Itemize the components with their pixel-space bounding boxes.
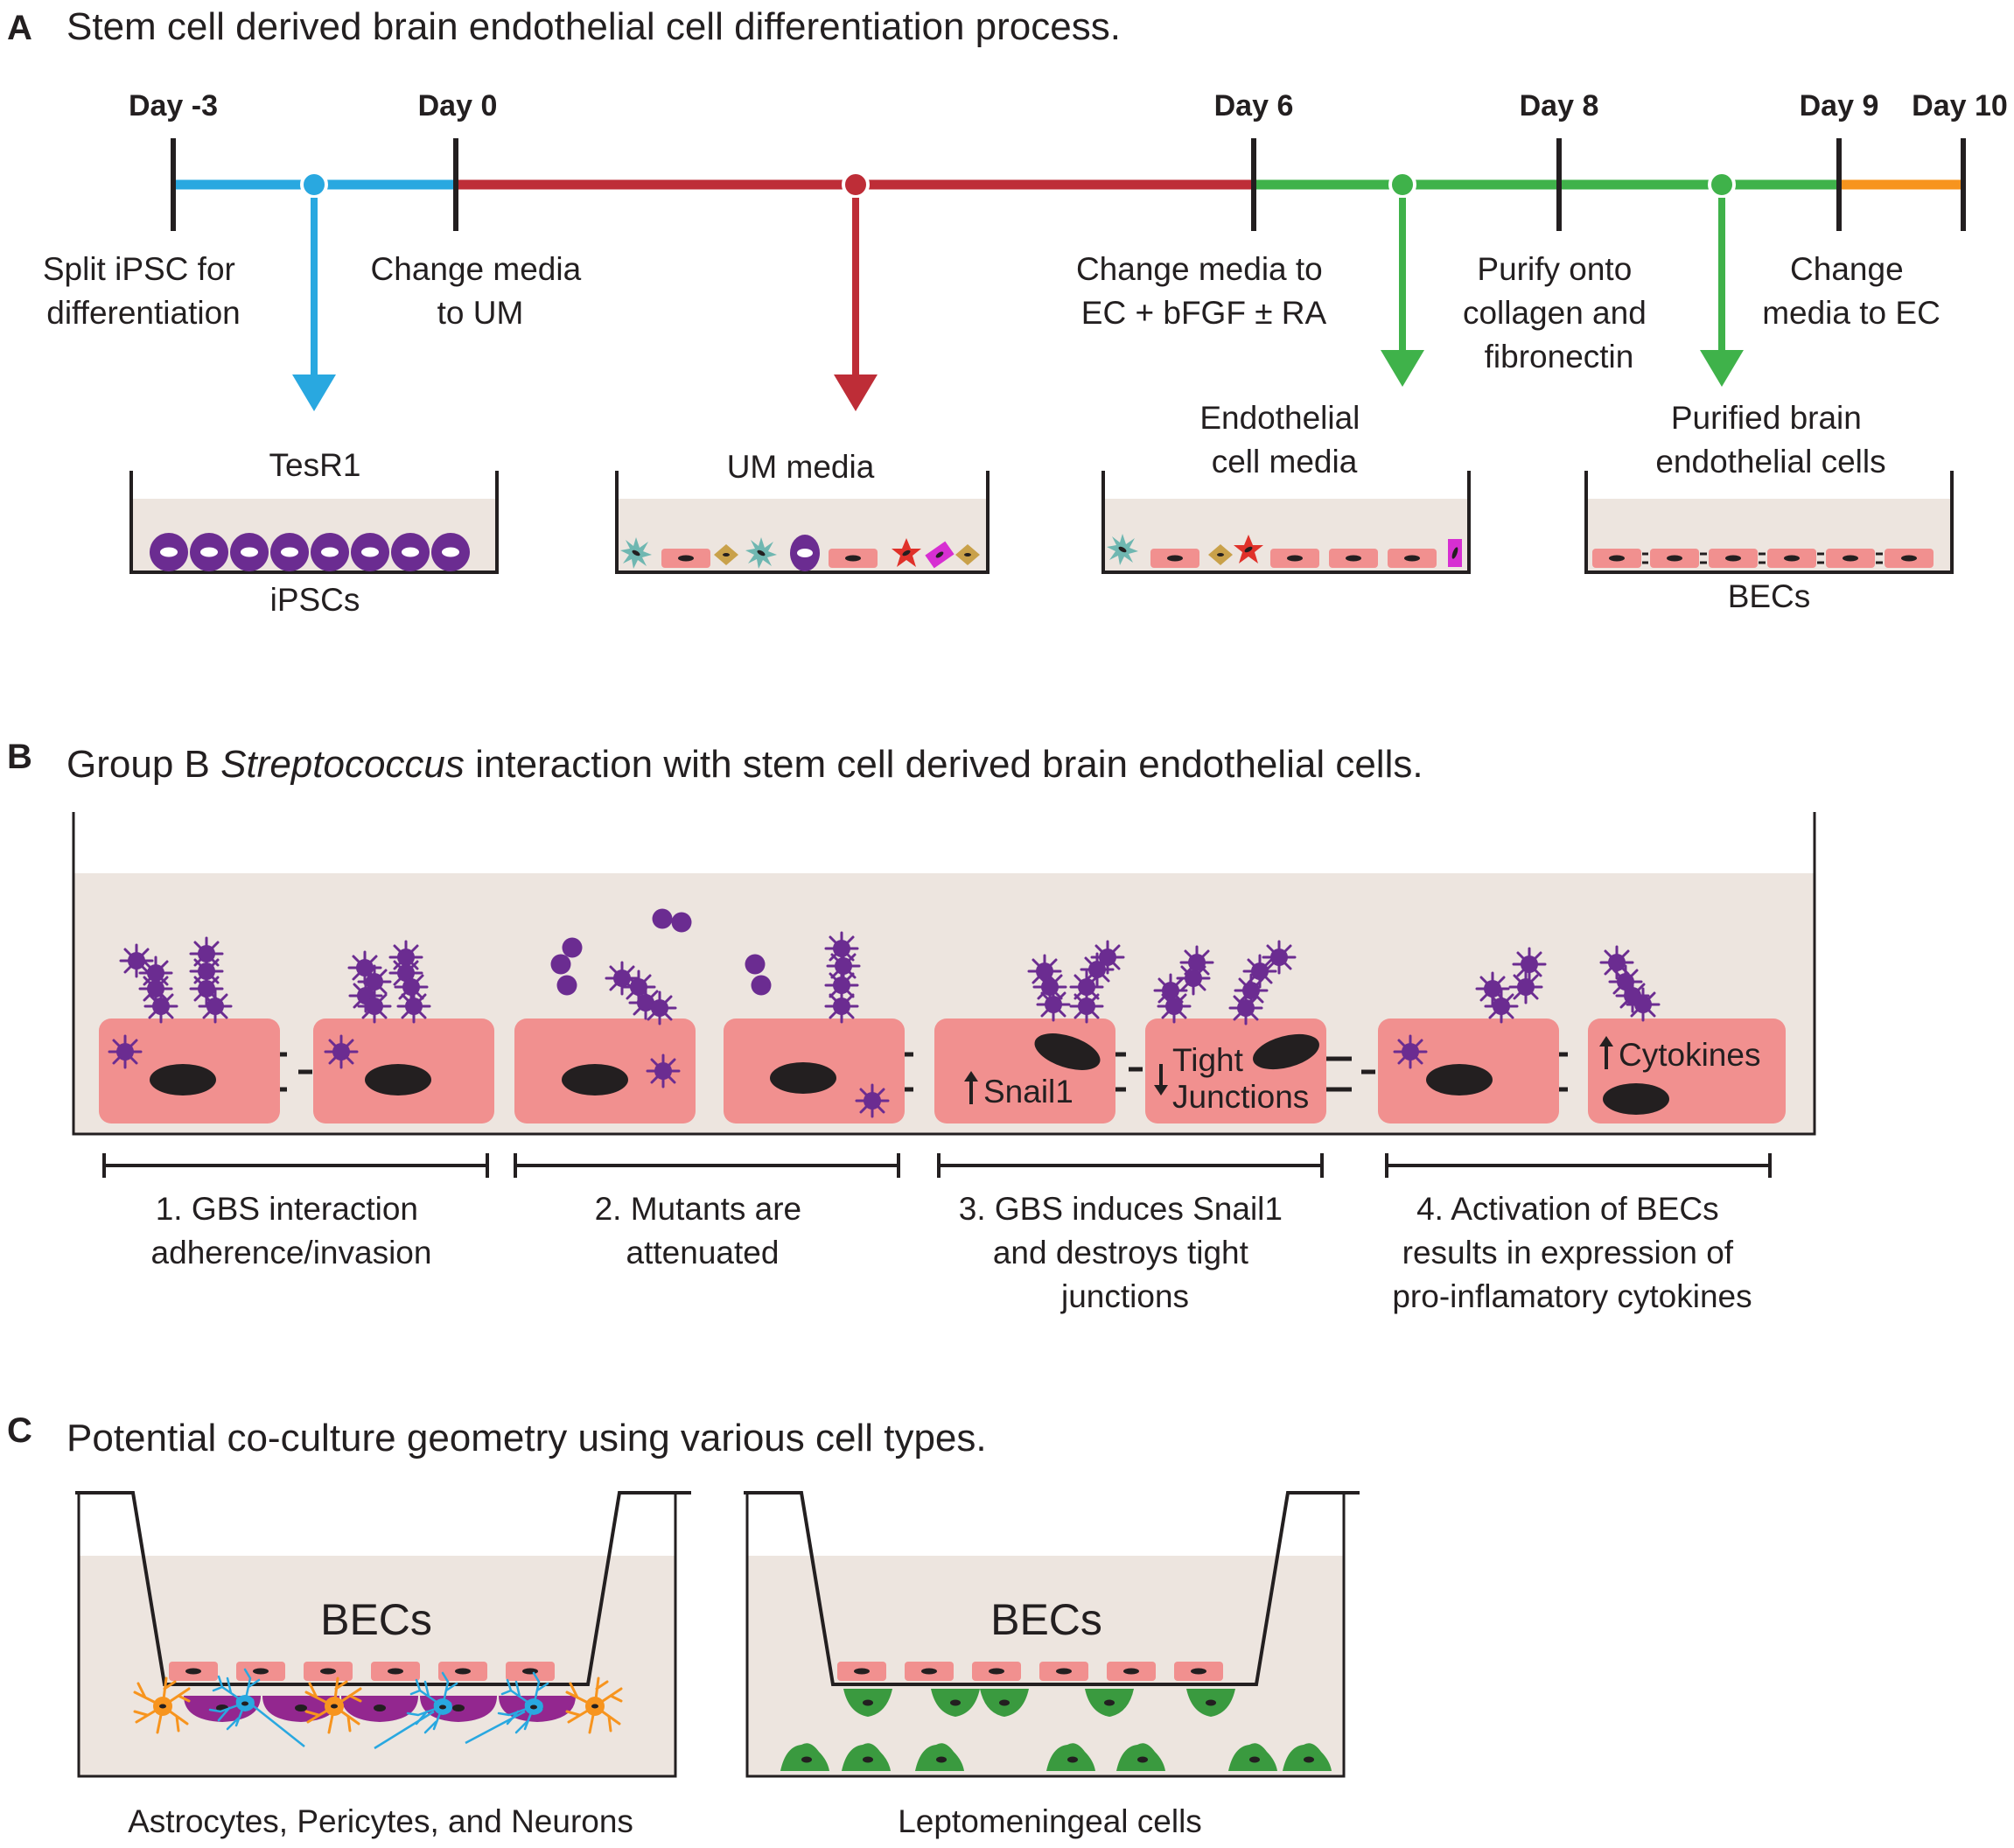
mixed-cell-layer bbox=[620, 535, 980, 571]
day-label: Day 0 bbox=[418, 89, 498, 122]
transwell-caption: Astrocytes, Pericytes, and Neurons bbox=[128, 1803, 633, 1839]
dish-purified: Purified brain endothelial cells BECs bbox=[1584, 400, 1954, 614]
day-label: Day 6 bbox=[1214, 89, 1294, 122]
step-label: Split iPSC for differentiation bbox=[43, 251, 244, 331]
stage-caption: 4. Activation of BECs results in express… bbox=[1392, 1191, 1752, 1314]
step-label: Change media to UM bbox=[371, 251, 591, 331]
day-label: Day 9 bbox=[1800, 89, 1879, 122]
panel-b-label: B bbox=[7, 738, 32, 776]
tight-junctions-label: Tight Junctions bbox=[1154, 1042, 1309, 1115]
dish-tesr1: TesR1 iPSCs bbox=[129, 447, 499, 618]
panel-a-label: A bbox=[7, 9, 32, 47]
stage-caption: 3. GBS induces Snail1 and destroys tight… bbox=[959, 1191, 1292, 1314]
dish-title: Purified brain endothelial cells bbox=[1655, 400, 1885, 480]
tight-junction-marks bbox=[280, 1052, 1568, 1092]
stage-brackets bbox=[102, 1153, 1772, 1178]
nuclei bbox=[150, 1033, 1669, 1115]
step-label: Change media to EC bbox=[1762, 251, 1941, 331]
media-arrow-ec bbox=[1381, 171, 1424, 387]
transwell-right: BECs Leptomeningeal cells bbox=[744, 1491, 1360, 1839]
media-arrow-tesr1 bbox=[292, 171, 336, 411]
cytokines-label: Cytokines bbox=[1599, 1036, 1760, 1073]
transwell-label: BECs bbox=[320, 1595, 432, 1644]
dish-caption: BECs bbox=[1728, 578, 1811, 614]
transwell-caption: Leptomeningeal cells bbox=[898, 1803, 1202, 1839]
stage-caption: 2. Mutants are attenuated bbox=[595, 1191, 811, 1270]
transwell-label: BECs bbox=[990, 1595, 1102, 1644]
media-arrow-um bbox=[834, 171, 878, 411]
dish-title: TesR1 bbox=[269, 447, 361, 483]
day-label: Day 8 bbox=[1520, 89, 1599, 122]
panel-a-title: Stem cell derived brain endothelial cell… bbox=[66, 5, 1121, 48]
day-label: Day 10 bbox=[1912, 89, 2008, 122]
dish-um: UM media bbox=[615, 449, 990, 574]
dish-caption: iPSCs bbox=[270, 582, 360, 618]
step-labels: Split iPSC for differentiation Change me… bbox=[43, 251, 1941, 374]
bec-monolayer bbox=[1592, 549, 1934, 568]
step-label: Purify onto collagen and fibronectin bbox=[1463, 251, 1655, 374]
cytokines-text: Cytokines bbox=[1619, 1037, 1760, 1073]
endothelial-cell-layer bbox=[1107, 534, 1462, 568]
day-labels: Day -3 Day 0 Day 6 Day 8 Day 9 Day 10 bbox=[129, 89, 2008, 122]
panel-c-label: C bbox=[7, 1411, 32, 1450]
dish-title: UM media bbox=[727, 449, 875, 485]
dish-ec: Endothelial cell media bbox=[1101, 400, 1471, 574]
snail1-label: Snail1 bbox=[964, 1071, 1073, 1110]
tight-junctions-text: Tight Junctions bbox=[1172, 1042, 1309, 1115]
panel-b-title: Group B Streptococcus interaction with s… bbox=[66, 743, 1423, 786]
transwell-left: BECs Astrocytes, Pericytes, and Neurons bbox=[75, 1491, 691, 1839]
step-label: Change media to EC + bFGF ± RA bbox=[1076, 251, 1332, 331]
dish-title: Endothelial cell media bbox=[1199, 400, 1368, 480]
stage-caption: 1. GBS interaction adherence/invasion bbox=[151, 1191, 432, 1270]
timeline bbox=[171, 138, 1966, 231]
bec-cells bbox=[99, 1018, 1786, 1124]
panel-c-title: Potential co-culture geometry using vari… bbox=[66, 1417, 987, 1460]
stage-captions: 1. GBS interaction adherence/invasion 2.… bbox=[151, 1191, 1752, 1314]
snail1-text: Snail1 bbox=[983, 1074, 1073, 1110]
astrocyte-neuron-layer bbox=[133, 1668, 623, 1750]
day-label: Day -3 bbox=[129, 89, 218, 122]
media-arrow-purified bbox=[1700, 171, 1744, 387]
